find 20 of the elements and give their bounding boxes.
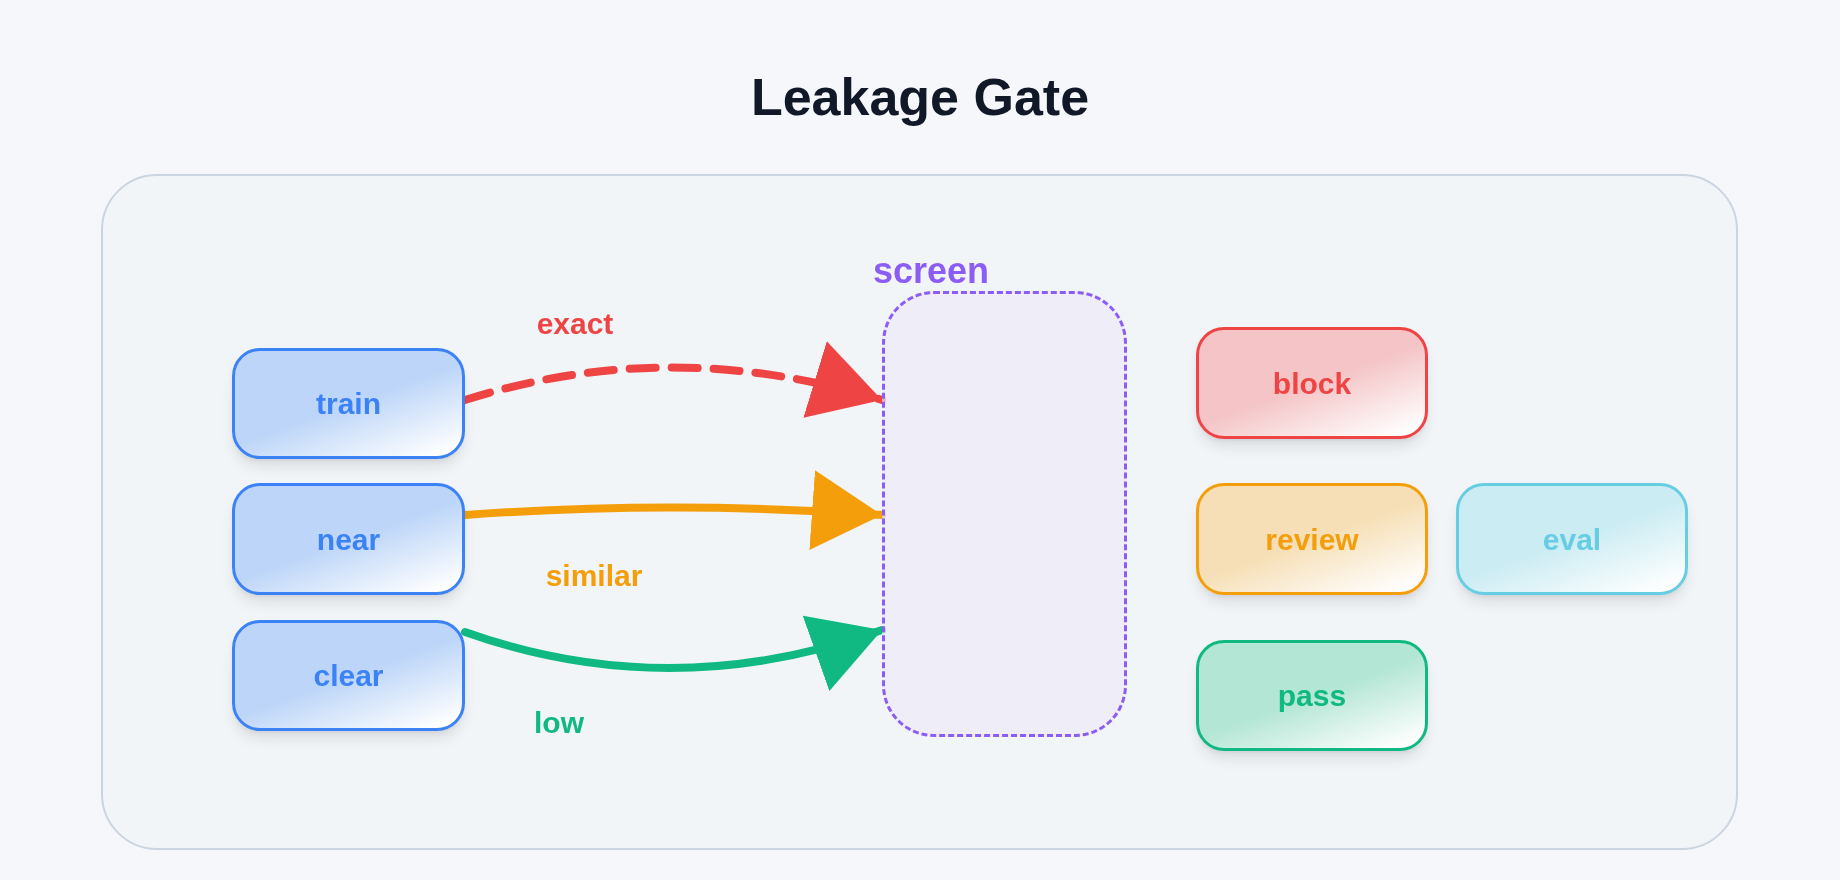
zone-label: screen	[873, 249, 990, 293]
box-label: eval	[1542, 521, 1602, 558]
process-box	[1196, 327, 1428, 439]
process-box	[232, 348, 465, 459]
edge-label: similar	[545, 557, 643, 594]
process-box	[232, 483, 465, 595]
box-label: block	[1272, 365, 1352, 402]
process-box	[1196, 640, 1428, 751]
title: Leakage Gate	[750, 67, 1090, 128]
box-label: review	[1265, 521, 1359, 558]
arrow	[461, 613, 886, 690]
process-box	[1456, 483, 1688, 595]
process-box	[1196, 483, 1428, 595]
edge-label: exact	[536, 305, 614, 342]
box-label: clear	[313, 658, 384, 694]
box-label: train	[316, 386, 381, 422]
process-box	[232, 620, 465, 731]
edge-label: low	[534, 704, 584, 741]
box-label: near	[316, 521, 381, 558]
box-label: pass	[1277, 678, 1347, 714]
